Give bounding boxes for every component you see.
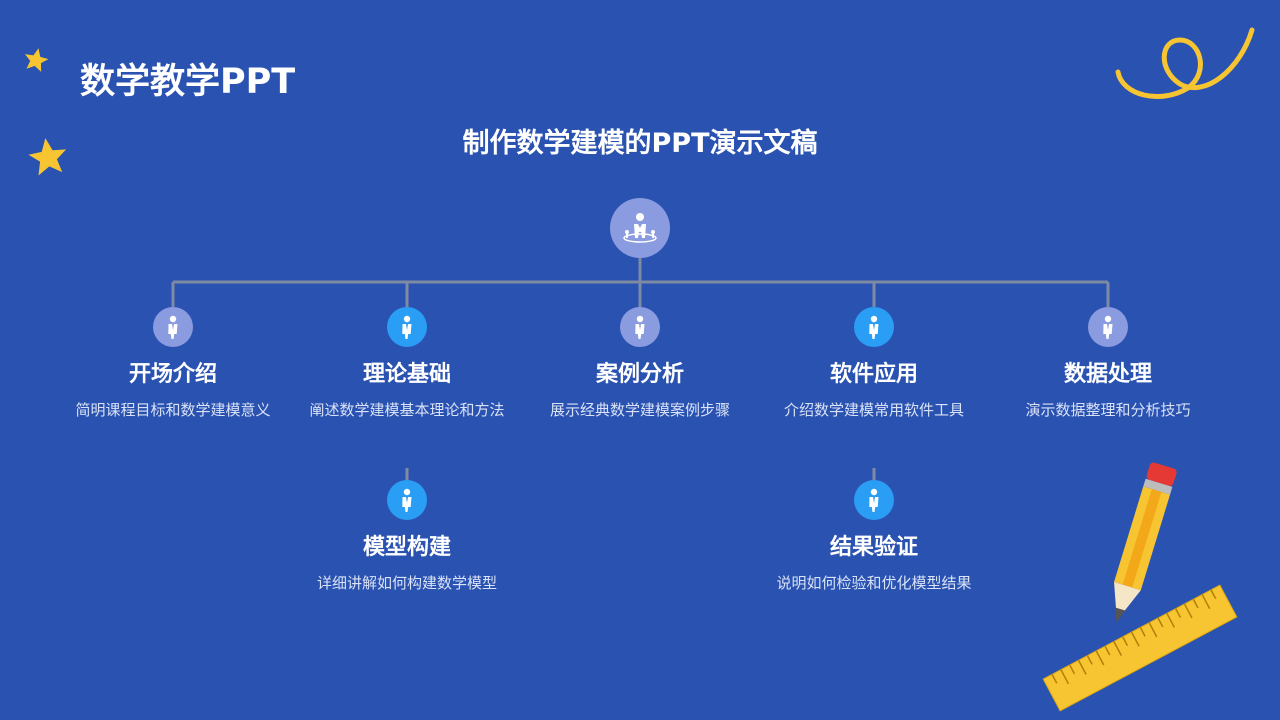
presenter-icon [623,213,657,243]
node-icon-circle [854,307,894,347]
squiggle-icon [1115,27,1255,99]
node-desc: 演示数据整理和分析技巧 [1025,401,1191,419]
node-desc: 展示经典数学建模案例步骤 [549,401,730,419]
node-title: 软件应用 [829,362,918,387]
person-icon [168,315,178,339]
chart-title: 制作数学建模的PPT演示文稿 [462,128,818,159]
node-desc: 简明课程目标和数学建模意义 [75,401,271,419]
ruler-icon [1042,584,1238,712]
pencil-icon [1114,462,1177,623]
node-title: 案例分析 [595,362,684,387]
node-title: 结果验证 [829,535,918,560]
node-title: 数据处理 [1063,362,1152,387]
star-icon [24,48,49,72]
person-icon [869,488,879,512]
node-desc: 介绍数学建模常用软件工具 [783,401,964,419]
page-title: 数学教学PPT [80,62,296,102]
node-desc: 详细讲解如何构建数学模型 [316,574,497,592]
person-icon [635,315,645,339]
node-desc: 阐述数学建模基本理论和方法 [309,401,505,419]
node-title: 理论基础 [362,362,451,387]
node-desc: 说明如何检验和优化模型结果 [776,574,972,592]
node-title: 模型构建 [362,535,451,560]
node-icon-circle [620,307,660,347]
node-icon-circle [387,480,427,520]
person-icon [1103,315,1113,339]
node-icon-circle [387,307,427,347]
root-node [610,198,670,258]
node-icon-circle [1088,307,1128,347]
person-icon [869,315,879,339]
star-icon [28,138,67,176]
person-icon [402,315,412,339]
node-title: 开场介绍 [128,362,217,387]
node-icon-circle [153,307,193,347]
node-icon-circle [854,480,894,520]
person-icon [402,488,412,512]
